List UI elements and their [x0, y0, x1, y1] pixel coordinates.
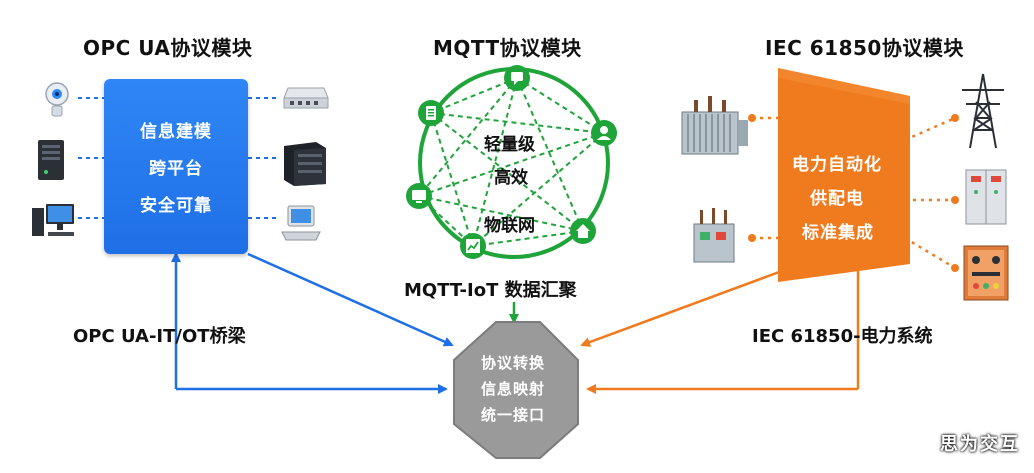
iec-feature-distribution: 供配电: [810, 184, 864, 209]
home-icon: [569, 217, 597, 245]
iec-feature-integration: 标准集成: [802, 218, 874, 243]
mqtt-feature-efficient: 高效: [494, 163, 528, 188]
iec-system-label: IEC 61850-电力系统: [752, 322, 933, 348]
switchgear-cabinet-icon: [964, 168, 1008, 226]
power-tower-icon: [958, 72, 1008, 150]
mqtt-feature-iot: 物联网: [484, 211, 535, 236]
chart-icon: [459, 232, 487, 260]
hub-info-mapping: 信息映射: [481, 378, 545, 399]
opc-feature-modeling: 信息建模: [140, 117, 212, 142]
network-switch-icon: [282, 84, 330, 112]
server-tower-icon: [34, 138, 68, 182]
opc-bridge-label: OPC UA-IT/OT桥梁: [73, 322, 246, 348]
opc-module-title: OPC UA协议模块: [83, 32, 252, 61]
hub-unified-interface: 统一接口: [481, 404, 545, 425]
security-camera-icon: [40, 80, 74, 118]
server-rack-icon: [280, 138, 328, 188]
mqtt-module-title: MQTT协议模块: [433, 32, 582, 61]
opc-module-box: 信息建模 跨平台 安全可靠: [104, 79, 248, 254]
monitor-icon: [405, 182, 433, 210]
substation-transformer-icon: [686, 206, 744, 268]
chat-icon: [503, 64, 531, 92]
user-icon: [590, 119, 618, 147]
opc-feature-secure: 安全可靠: [140, 191, 212, 216]
desktop-computer-icon: [30, 202, 78, 240]
document-icon: [417, 99, 445, 127]
iec-feature-automation: 电力自动化: [792, 150, 882, 175]
control-panel-icon: [962, 244, 1010, 302]
iec-module-title: IEC 61850协议模块: [765, 32, 964, 61]
mqtt-aggregate-label: MQTT-IoT 数据汇聚: [404, 276, 577, 302]
mqtt-feature-lightweight: 轻量级: [484, 130, 535, 155]
opc-feature-crossplatform: 跨平台: [149, 154, 203, 179]
laptop-icon: [280, 204, 322, 244]
hub-protocol-conversion: 协议转换: [481, 352, 545, 373]
watermark-text: 思为交互: [940, 430, 1020, 456]
transformer-icon: [676, 92, 752, 162]
